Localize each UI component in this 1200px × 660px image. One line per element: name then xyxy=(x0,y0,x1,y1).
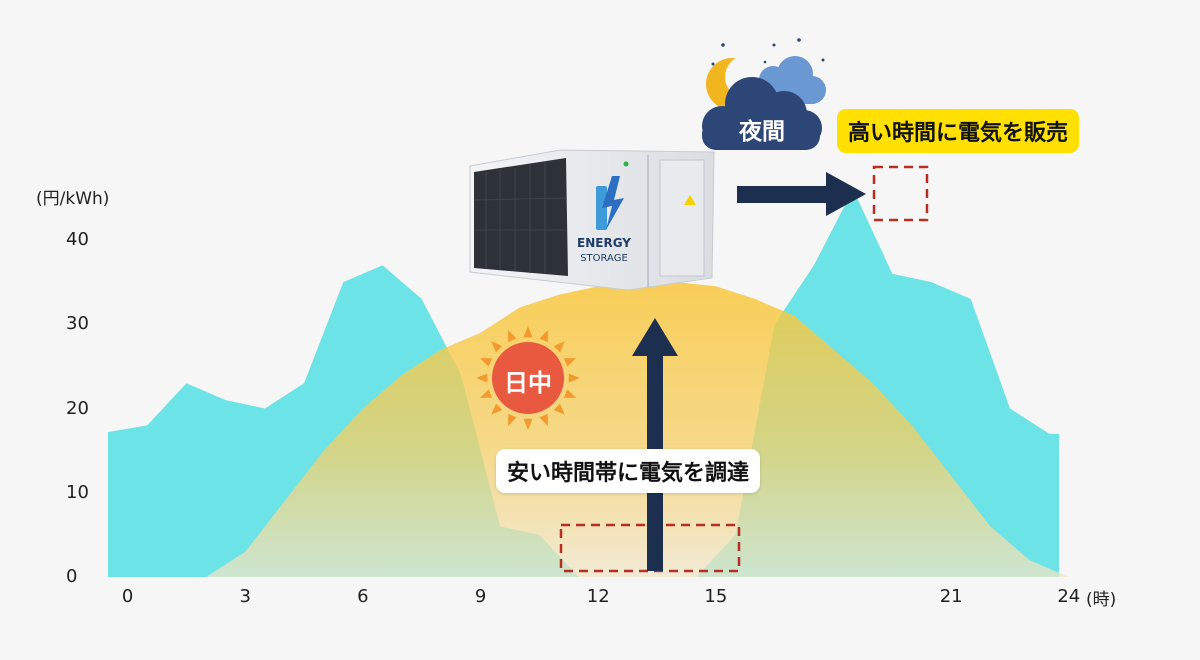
sun-ray xyxy=(523,326,533,338)
sell-label: 高い時間に電気を販売 xyxy=(837,109,1080,153)
area-series-group xyxy=(108,189,1069,577)
x-tick-label: 6 xyxy=(357,586,369,607)
sun-ray xyxy=(491,341,503,353)
sun-ray xyxy=(476,373,488,383)
x-axis-unit: (時) xyxy=(1086,590,1117,610)
sun-ray xyxy=(553,403,565,415)
energy-label-line2: STORAGE xyxy=(580,253,628,264)
sell-arrow xyxy=(737,172,866,216)
moon-cloud-icon xyxy=(702,38,826,150)
y-tick-label: 0 xyxy=(66,566,78,587)
sun-ray xyxy=(479,389,493,398)
y-tick-label: 20 xyxy=(66,397,89,419)
y-tick-label: 30 xyxy=(66,313,89,335)
x-tick-label: 3 xyxy=(239,586,251,607)
sun-ray xyxy=(563,358,577,367)
sun-ray xyxy=(539,413,548,427)
sun-ray xyxy=(523,418,533,430)
energy-label-line1: ENERGY xyxy=(577,236,631,250)
x-tick-label: 9 xyxy=(474,586,487,607)
sun-ray xyxy=(508,413,517,427)
night-label: 夜間 xyxy=(739,119,785,145)
y-tick-label: 10 xyxy=(66,481,89,503)
sun-ray xyxy=(539,329,548,343)
sun-ray xyxy=(508,329,517,343)
sun-ray xyxy=(553,341,565,353)
y-tick-label: 40 xyxy=(66,229,89,250)
sun-ray xyxy=(568,373,580,383)
x-tick-label: 15 xyxy=(704,586,728,607)
sun-ray xyxy=(491,403,503,415)
x-tick-label: 0 xyxy=(121,586,134,607)
high-price-highlight-box xyxy=(872,165,929,222)
buy-label: 安い時間帯に電気を調達 xyxy=(496,449,761,493)
daytime-label: 日中 xyxy=(504,369,552,397)
sun-ray xyxy=(563,389,577,398)
x-tick-label: 24 xyxy=(1057,586,1081,607)
x-tick-label: 12 xyxy=(586,586,610,607)
x-tick-label: 21 xyxy=(939,586,963,607)
low-price-highlight-box xyxy=(559,523,741,573)
solar-area xyxy=(206,282,1069,577)
sun-ray xyxy=(479,358,493,367)
sun-icon xyxy=(476,326,580,430)
energy-storage-container-icon: ENERGY STORAGE xyxy=(469,149,715,291)
y-axis-unit: (円/kWh) xyxy=(36,189,110,209)
